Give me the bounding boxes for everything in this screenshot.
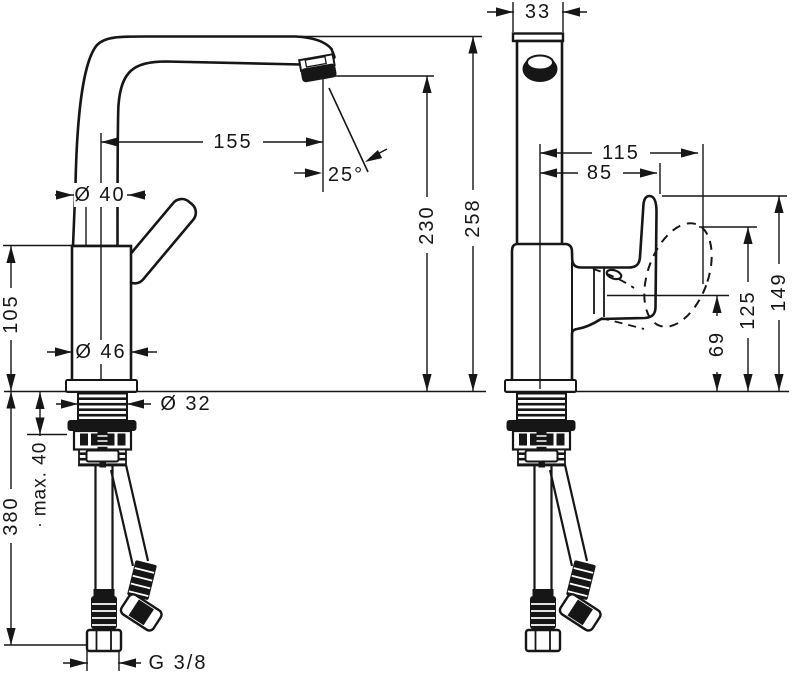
dim-label-spout-diameter: Ø 40 (74, 184, 125, 206)
dim-label-handle-reach-tilted: 115 (602, 142, 640, 164)
right-underside (505, 391, 604, 653)
dim-label-outlet-height: 230 (416, 205, 438, 244)
right-view-front (504, 32, 713, 653)
dim-label-overall-height: 258 (462, 198, 484, 237)
label-backgrounds (0, 2, 791, 543)
dim-label-handle-pivot-height: 69 (706, 331, 728, 357)
dim-label-handle-reach: 85 (587, 162, 613, 184)
dim-label-max-mounting-thickness: max. 40 (30, 442, 51, 517)
dim-label-spout-width: 33 (525, 1, 551, 23)
spout-outline (71, 35, 336, 248)
dim-label-spout-angle: 25° (328, 164, 364, 186)
dim-label-shank-diameter: Ø 32 (160, 393, 211, 415)
base-plate (65, 379, 138, 393)
left-underside (66, 391, 165, 653)
aerator-side (298, 53, 337, 83)
handle-dashed-arc (600, 317, 645, 330)
handle-pivot-detail (605, 268, 623, 281)
dim-label-body-diameter: Ø 46 (75, 341, 126, 363)
dim-label-handle-tilted-height: 125 (737, 290, 759, 329)
dim-label-spout-reach: 155 (213, 131, 252, 153)
dim-label-body-height: 105 (0, 294, 22, 333)
dim-label-connection-thread: G 3/8 (149, 652, 208, 674)
aerator-front (522, 54, 558, 82)
dim-label-hose-length: 380 (0, 496, 22, 535)
handle-dashed-arc (592, 268, 635, 289)
dim-label-handle-top-height: 149 (768, 272, 790, 311)
